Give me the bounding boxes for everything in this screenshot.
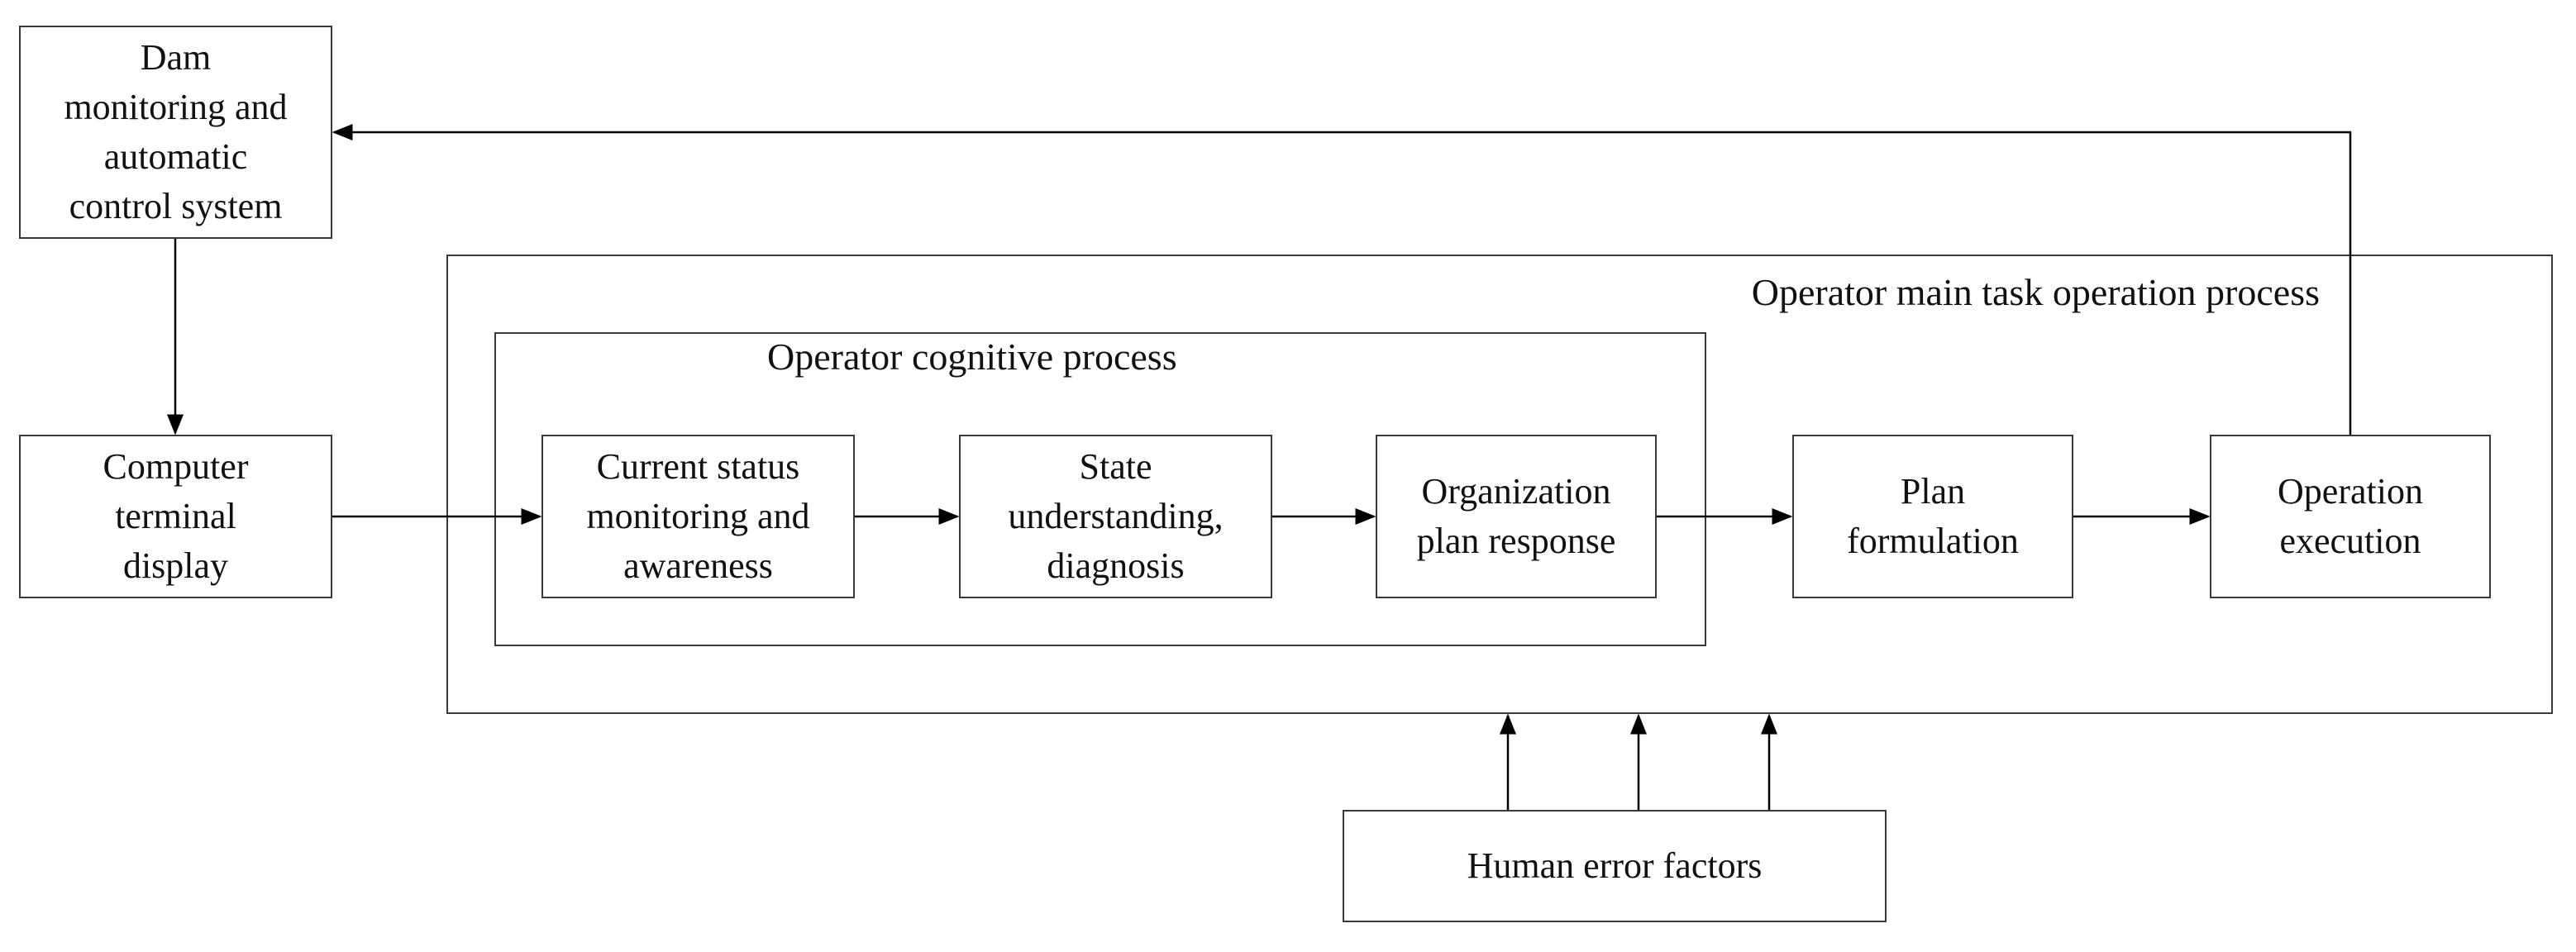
dam-system-node: Dam monitoring and automatic control sys… <box>19 26 332 239</box>
operation-execution-label: Operation execution <box>2278 471 2423 561</box>
organization-response-node: Organization plan response <box>1376 435 1657 598</box>
operation-execution-node: Operation execution <box>2210 435 2491 598</box>
terminal-display-node: Computer terminal display <box>19 435 332 598</box>
organization-response-label: Organization plan response <box>1416 471 1616 561</box>
plan-formulation-node: Plan formulation <box>1792 435 2073 598</box>
status-monitoring-node: Current status monitoring and awareness <box>541 435 855 598</box>
human-error-node: Human error factors <box>1343 810 1887 922</box>
cognitive-group-title: Operator cognitive process <box>767 336 1177 378</box>
main-task-group-title: Operator main task operation process <box>1751 271 2320 313</box>
terminal-display-label: Computer terminal display <box>103 446 249 586</box>
arrow-execution-feedback-to-dam <box>332 124 2352 435</box>
status-monitoring-label: Current status monitoring and awareness <box>586 446 810 586</box>
dam-system-label: Dam monitoring and automatic control sys… <box>64 37 288 226</box>
state-understanding-node: State understanding, diagnosis <box>959 435 1272 598</box>
state-understanding-label: State understanding, diagnosis <box>1008 446 1224 586</box>
plan-formulation-label: Plan formulation <box>1847 471 2019 561</box>
human-error-label: Human error factors <box>1467 845 1763 886</box>
